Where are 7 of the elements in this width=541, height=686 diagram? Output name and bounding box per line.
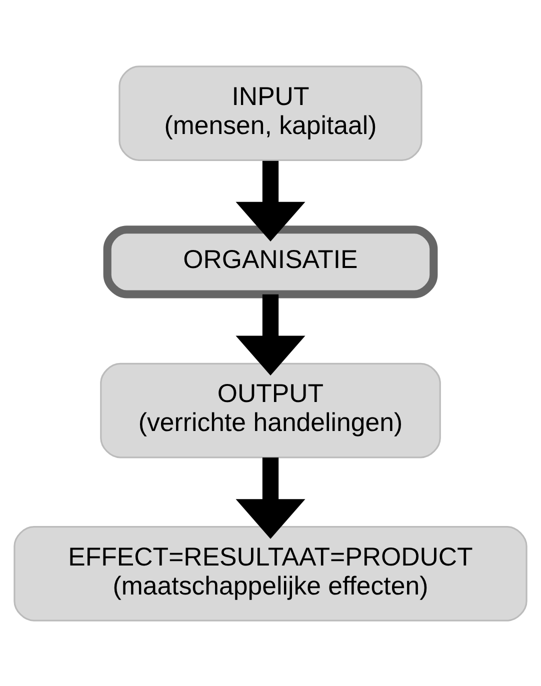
node-box: ORGANISATIE <box>103 225 438 298</box>
node-box: OUTPUT (verrichte handelingen) <box>100 362 441 458</box>
arrow <box>236 294 306 375</box>
node-box: EFFECT=RESULTAAT=PRODUCT (maatschappelijke effecten) <box>14 526 528 621</box>
arrow <box>236 160 306 242</box>
arrow <box>236 457 306 538</box>
node-box: INPUT (mensen, kapitaal) <box>118 65 422 160</box>
